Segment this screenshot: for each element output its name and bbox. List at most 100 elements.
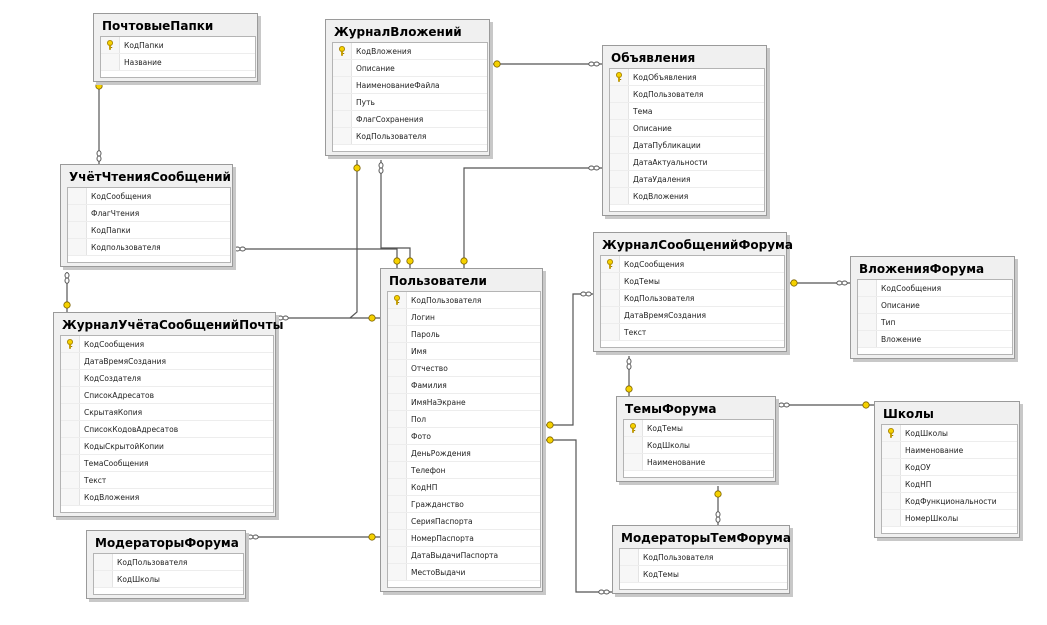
field-row[interactable]: Пароль <box>388 326 540 343</box>
field-row[interactable]: КодТемы <box>624 420 773 437</box>
field-row[interactable]: Тема <box>610 103 764 120</box>
field-row[interactable]: ФлагЧтения <box>68 205 230 222</box>
field-row[interactable]: Отчество <box>388 360 540 377</box>
field-row[interactable]: СписокАдресатов <box>61 387 273 404</box>
field-row[interactable]: КодНП <box>388 479 540 496</box>
field-row[interactable]: КодВложения <box>610 188 764 205</box>
field-row[interactable]: КодПользователя <box>388 292 540 309</box>
field-row[interactable]: КодШколы <box>882 425 1017 442</box>
field-row[interactable]: Имя <box>388 343 540 360</box>
field-name: КодВложения <box>84 492 140 502</box>
field-row[interactable]: КодШколы <box>94 571 243 588</box>
field-row[interactable]: КодОУ <box>882 459 1017 476</box>
row-selector <box>388 445 407 461</box>
many-end-infinity-icon <box>626 358 632 370</box>
field-row[interactable]: МестоВыдачи <box>388 564 540 581</box>
field-row[interactable]: НомерПаспорта <box>388 530 540 547</box>
field-row[interactable]: КодСоздателя <box>61 370 273 387</box>
row-selector <box>388 343 407 359</box>
field-row[interactable]: Гражданство <box>388 496 540 513</box>
row-selector <box>61 421 80 437</box>
field-row[interactable]: КодОбъявления <box>610 69 764 86</box>
field-row[interactable]: Фото <box>388 428 540 445</box>
field-row[interactable]: Описание <box>610 120 764 137</box>
field-row[interactable]: ДатаВремяСоздания <box>601 307 784 324</box>
field-row[interactable]: Пол <box>388 411 540 428</box>
field-row[interactable]: СписокКодовАдресатов <box>61 421 273 438</box>
row-selector <box>388 428 407 444</box>
field-row[interactable]: ДеньРождения <box>388 445 540 462</box>
field-row[interactable]: КодВложения <box>333 43 487 60</box>
field-row[interactable]: КодПользователя <box>620 549 787 566</box>
row-selector <box>61 404 80 420</box>
field-row[interactable]: КодНП <box>882 476 1017 493</box>
row-selector <box>882 493 901 509</box>
field-row[interactable]: Фамилия <box>388 377 540 394</box>
field-row[interactable]: ДатаПубликации <box>610 137 764 154</box>
field-row[interactable]: КодПользователя <box>333 128 487 145</box>
field-row[interactable]: Наименование <box>624 454 773 471</box>
field-row[interactable]: КодПапки <box>101 37 255 54</box>
field-row[interactable]: КодВложения <box>61 489 273 506</box>
field-row[interactable]: СкрытаяКопия <box>61 404 273 421</box>
field-row[interactable]: КодПользователя <box>610 86 764 103</box>
many-end-infinity-icon <box>64 272 70 284</box>
field-row[interactable]: КодШколы <box>624 437 773 454</box>
field-row[interactable]: Вложение <box>858 331 1012 348</box>
field-row[interactable]: Кодпользователя <box>68 239 230 256</box>
field-row[interactable]: КодыСкрытойКопии <box>61 438 273 455</box>
field-row[interactable]: СерияПаспорта <box>388 513 540 530</box>
field-row[interactable]: Тип <box>858 314 1012 331</box>
field-row[interactable]: КодТемы <box>620 566 787 583</box>
field-row[interactable]: Описание <box>333 60 487 77</box>
field-row[interactable]: НомерШколы <box>882 510 1017 527</box>
field-row[interactable]: КодПользователя <box>94 554 243 571</box>
rel-polz-modtem <box>543 439 612 593</box>
field-row[interactable]: ДатаВыдачиПаспорта <box>388 547 540 564</box>
row-selector <box>333 94 352 110</box>
field-row[interactable]: НаименованиеФайла <box>333 77 487 94</box>
field-row[interactable]: Текст <box>601 324 784 341</box>
field-row[interactable]: ДатаАктуальности <box>610 154 764 171</box>
field-row[interactable]: КодСообщения <box>601 256 784 273</box>
field-row[interactable]: ИмяНаЭкране <box>388 394 540 411</box>
field-row[interactable]: КодПапки <box>68 222 230 239</box>
table-title: Объявления <box>611 51 696 65</box>
field-row[interactable]: КодСообщения <box>858 280 1012 297</box>
field-row[interactable]: ТемаСообщения <box>61 455 273 472</box>
field-row[interactable]: Путь <box>333 94 487 111</box>
field-row[interactable]: Телефон <box>388 462 540 479</box>
field-name: Кодпользователя <box>91 242 161 252</box>
field-name: ДатаВыдачиПаспорта <box>411 550 499 560</box>
field-row[interactable]: Название <box>101 54 255 71</box>
field-row[interactable]: ФлагСохранения <box>333 111 487 128</box>
field-row[interactable]: Наименование <box>882 442 1017 459</box>
many-end-infinity-icon <box>96 150 102 162</box>
field-row[interactable]: КодПользователя <box>601 290 784 307</box>
field-row[interactable]: КодФункциональности <box>882 493 1017 510</box>
field-name: КодОбъявления <box>633 72 697 82</box>
field-row[interactable]: КодСообщения <box>61 336 273 353</box>
field-row[interactable]: ДатаВремяСоздания <box>61 353 273 370</box>
field-row[interactable]: ДатаУдаления <box>610 171 764 188</box>
field-row[interactable]: Логин <box>388 309 540 326</box>
field-row[interactable]: Текст <box>61 472 273 489</box>
primary-key-icon <box>67 339 73 349</box>
field-row[interactable]: КодТемы <box>601 273 784 290</box>
field-row[interactable]: Описание <box>858 297 1012 314</box>
field-row[interactable]: КодСообщения <box>68 188 230 205</box>
